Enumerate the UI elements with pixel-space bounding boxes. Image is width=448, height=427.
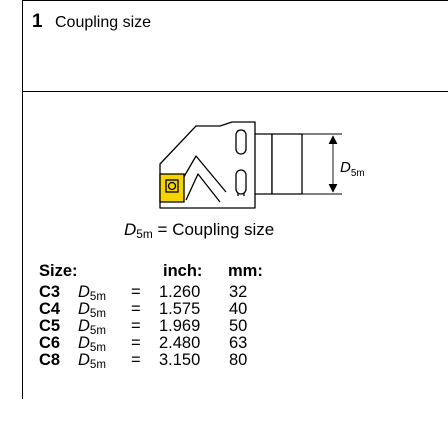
caption-text: = Coupling size: [157, 220, 275, 239]
row-inch: 3.150: [159, 351, 201, 369]
row-equals: =: [131, 283, 141, 301]
coupling-diagram: D5m: [159, 121, 365, 209]
row-mm: 63: [229, 334, 248, 352]
table-row: C5 D5m = 1.969 50: [39, 317, 359, 337]
row-symbol: D5m: [78, 334, 106, 354]
row-symbol: D5m: [78, 317, 106, 337]
row-code: C3: [39, 283, 61, 301]
row-code: C8: [39, 351, 61, 369]
header-mm: mm:: [228, 262, 263, 280]
row-inch: 1.575: [159, 300, 201, 318]
row-mm: 50: [229, 317, 248, 335]
section-number: 1: [32, 11, 43, 32]
row-equals: =: [131, 300, 141, 318]
dimension-label: D5m: [340, 159, 365, 179]
row-inch: 2.480: [159, 334, 201, 352]
size-table: Size: inch: mm: C3 D5m = 1.260 32 C4 D5m…: [39, 262, 359, 371]
row-mm: 40: [229, 300, 248, 318]
row-equals: =: [131, 351, 141, 369]
table-row: C3 D5m = 1.260 32: [39, 283, 359, 303]
coupling-block: [271, 133, 303, 195]
coupling-shank: [255, 133, 273, 195]
caption-symbol: D: [124, 220, 137, 239]
caption-subscript: 5m: [136, 226, 153, 241]
section-title: Coupling size: [55, 14, 152, 31]
row-symbol: D5m: [78, 351, 106, 371]
diagram-caption: D5m = Coupling size: [124, 220, 274, 241]
row-equals: =: [131, 334, 141, 352]
row-inch: 1.969: [159, 317, 201, 335]
header-inch: inch:: [163, 262, 203, 280]
slot-bottom: [235, 169, 247, 195]
row-equals: =: [131, 317, 141, 335]
table-row: C6 D5m = 2.480 63: [39, 334, 359, 354]
row-mm: 80: [229, 351, 248, 369]
section-header: 1 Coupling size: [23, 1, 448, 92]
table-row: C8 D5m = 3.150 80: [39, 351, 359, 371]
row-mm: 32: [229, 283, 248, 301]
cutting-insert: [159, 173, 185, 203]
header-size: Size:: [39, 262, 78, 280]
row-code: C6: [39, 334, 61, 352]
table-header: Size: inch: mm:: [39, 262, 359, 283]
table-row: C4 D5m = 1.575 40: [39, 300, 359, 320]
row-symbol: D5m: [78, 300, 106, 320]
tool-body: [159, 121, 256, 209]
row-code: C5: [39, 317, 61, 335]
document-frame: 1 Coupling size: [22, 0, 448, 399]
row-code: C4: [39, 300, 61, 318]
row-inch: 1.260: [159, 283, 201, 301]
row-symbol: D5m: [78, 283, 106, 303]
slot-top: [235, 129, 247, 155]
